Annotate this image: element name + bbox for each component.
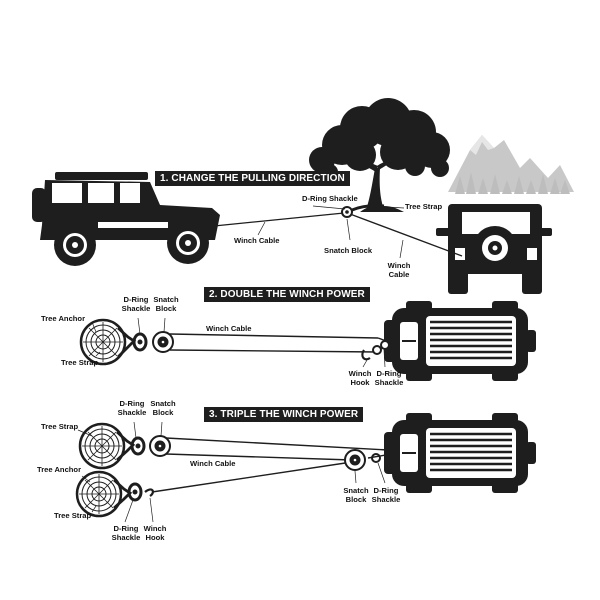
jeep-top-view-section3 <box>382 411 538 495</box>
label-snatch-block: Snatch Block <box>324 246 373 255</box>
label-tree-anchor: Tree Anchor <box>37 465 82 474</box>
label-winch-cable: Winch Cable <box>234 236 280 245</box>
label-snatch-block: Snatch Block <box>150 399 176 417</box>
label-snatch-block: Snatch Block <box>343 486 369 504</box>
label-d-ring-shackle: D-Ring Shackle <box>121 295 151 313</box>
label-snatch-block: Snatch Block <box>153 295 179 313</box>
label-tree-strap: Tree Strap <box>61 358 99 367</box>
label-d-ring-shackle: D-Ring Shackle <box>374 369 404 387</box>
section3-title: 3. TRIPLE THE WINCH POWER <box>204 407 364 422</box>
tree-illustration <box>309 98 450 212</box>
label-winch-hook: Winch Hook <box>143 524 167 542</box>
label-d-ring-shackle: D-Ring Shackle <box>111 524 141 542</box>
label-d-ring-shackle: D-Ring Shackle <box>302 194 358 203</box>
label-winch-cable: Winch Cable <box>387 261 411 279</box>
label-d-ring-shackle: D-Ring Shackle <box>117 399 147 417</box>
label-tree-strap: Tree Strap <box>405 202 443 211</box>
section3-rigging <box>75 421 393 523</box>
label-tree-strap: Tree Strap <box>54 511 92 520</box>
label-winch-hook: Winch Hook <box>348 369 372 387</box>
label-tree-strap: Tree Strap <box>41 422 79 431</box>
section1-title: 1. CHANGE THE PULLING DIRECTION <box>155 171 350 186</box>
label-winch-cable: Winch Cable <box>190 459 236 468</box>
mountains-illustration <box>448 135 574 194</box>
section2-title: 2. DOUBLE THE WINCH POWER <box>204 287 370 302</box>
label-d-ring-shackle: D-Ring Shackle <box>371 486 401 504</box>
section1-rigging <box>213 204 463 259</box>
label-winch-cable: Winch Cable <box>206 324 252 333</box>
jeep-rear-view <box>436 204 552 294</box>
jeep-side-view <box>32 172 220 266</box>
label-tree-anchor: Tree Anchor <box>41 314 86 323</box>
jeep-top-view-section2 <box>382 299 538 383</box>
section2-rigging <box>79 317 393 368</box>
